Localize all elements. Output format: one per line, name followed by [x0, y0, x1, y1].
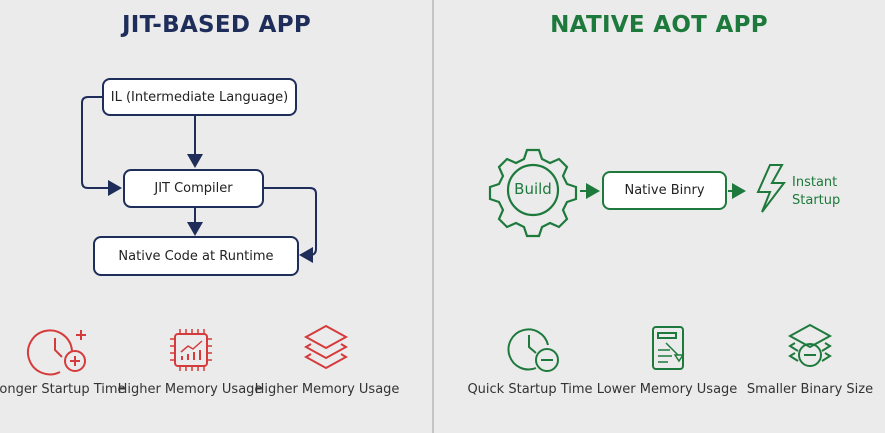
layers-minus-icon	[787, 323, 833, 367]
trait-label: Higher Memory Usage	[254, 382, 400, 397]
jit-title: JIT-BASED APP	[121, 12, 312, 38]
document-down-icon	[652, 326, 685, 370]
il-box: IL (Intermediate Language)	[102, 78, 297, 116]
native-binary-box: Native Binry	[602, 171, 727, 210]
trait-label: Longer Startup Time	[0, 382, 126, 397]
build-label: Build	[514, 180, 552, 198]
layers-icon	[303, 324, 349, 370]
trait-label: Smaller Binary Size	[746, 382, 874, 397]
clock-plus-icon	[27, 329, 86, 376]
lightning-icon	[756, 164, 787, 213]
chip-chart-icon	[170, 329, 212, 371]
trait-label: Quick Startup Time	[467, 382, 593, 397]
jit-compiler-box: JIT Compiler	[123, 169, 264, 208]
loop-left-arrow	[81, 96, 122, 196]
loop-right-arrow	[263, 187, 317, 263]
gear-icon	[488, 148, 578, 238]
trait-label: Higher Memory Usage	[117, 382, 263, 397]
instant-startup-label: Instant Startup	[792, 175, 841, 208]
native-code-box: Native Code at Runtime	[93, 236, 299, 276]
clock-minus-icon	[507, 328, 559, 372]
trait-label: Lower Memory Usage	[596, 382, 738, 397]
aot-title: NATIVE AOT APP	[550, 12, 768, 38]
